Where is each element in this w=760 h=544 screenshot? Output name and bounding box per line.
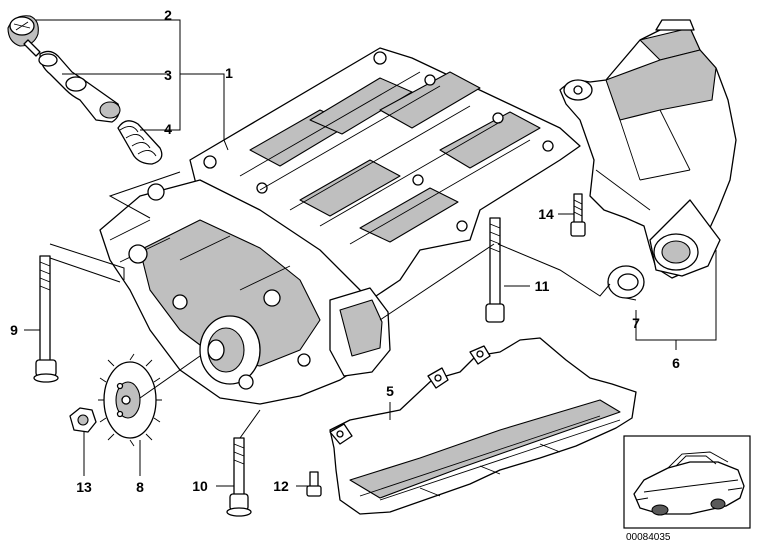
relief-valve-piston <box>38 50 121 123</box>
vehicle-inset <box>623 435 751 529</box>
bolt-14 <box>570 193 586 237</box>
callout-12: 12 <box>273 478 289 494</box>
bolt-11 <box>485 217 505 323</box>
callout-1: 1 <box>225 65 233 81</box>
callout-2: 2 <box>164 7 172 23</box>
callout-8: 8 <box>136 479 144 495</box>
callout-3: 3 <box>164 67 172 83</box>
callout-6: 6 <box>672 355 680 371</box>
callout-14: 14 <box>538 206 554 222</box>
screw-12 <box>306 471 322 497</box>
callout-4: 4 <box>164 121 172 137</box>
car-icon <box>633 451 745 516</box>
callout-10: 10 <box>192 478 208 494</box>
relief-valve-spring <box>117 120 163 165</box>
sprocket-8 <box>98 353 162 447</box>
relief-valve-plug <box>7 15 41 57</box>
bolt-9 <box>33 255 59 383</box>
oil-pump-body <box>99 47 581 405</box>
baffle-plate <box>329 337 637 515</box>
callout-7: 7 <box>632 315 640 331</box>
nut-13 <box>69 407 97 433</box>
oil-pickup-pipe <box>559 19 737 279</box>
diagram-reference-number: 00084035 <box>626 532 671 543</box>
callout-11: 11 <box>535 278 550 294</box>
o-ring <box>607 265 645 299</box>
leader-lines <box>24 19 717 487</box>
callout-5: 5 <box>386 383 394 399</box>
bolt-10 <box>226 437 252 517</box>
callout-9: 9 <box>10 322 18 338</box>
callout-13: 13 <box>76 479 92 495</box>
